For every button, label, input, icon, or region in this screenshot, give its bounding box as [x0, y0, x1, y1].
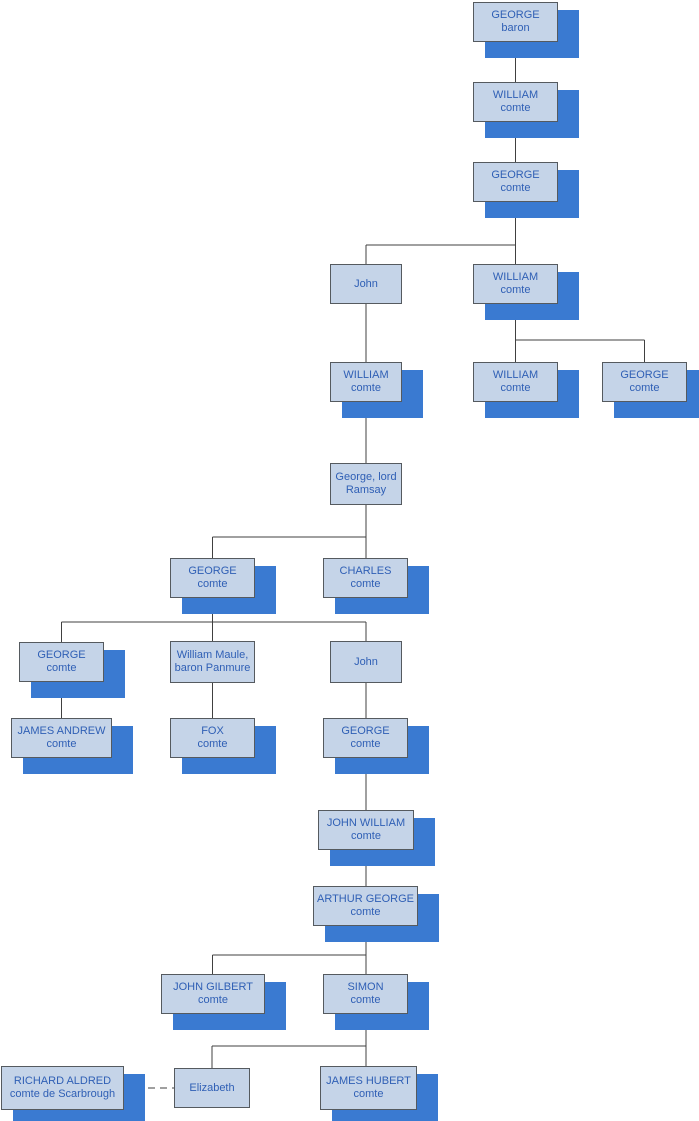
tree-node-name: JOHN WILLIAM [326, 817, 406, 829]
tree-node-name: WILLIAM [492, 369, 539, 381]
tree-node-title: comte [500, 284, 531, 296]
tree-node-title: baron [501, 22, 530, 34]
tree-node-title: comte [350, 578, 381, 590]
tree-node[interactable]: John [330, 641, 402, 683]
tree-node-name: GEORGE [188, 565, 237, 577]
tree-node-name: ARTHUR GEORGE [317, 893, 414, 905]
tree-node-title: Ramsay [345, 484, 387, 496]
tree-node-name: SIMON [347, 981, 384, 993]
tree-node[interactable]: Elizabeth [174, 1068, 250, 1108]
tree-node-name: GEORGE [620, 369, 669, 381]
tree-node-name: RICHARD ALDRED [13, 1075, 112, 1087]
tree-node-name: GEORGE [491, 169, 540, 181]
edge-ramsay-to-children-bus [211, 505, 367, 558]
tree-node-title: comte [350, 994, 381, 1006]
tree-node-name: John [354, 277, 378, 290]
tree-node-title: comte [197, 738, 228, 750]
tree-node-title: baron Panmure [174, 662, 251, 674]
tree-node-title: comte [351, 382, 381, 394]
tree-node-name: WILLIAM [343, 369, 389, 381]
tree-node-name: WILLIAM [492, 89, 539, 101]
tree-node-title: comte [46, 662, 77, 674]
tree-node-name: William Maule, [176, 649, 249, 661]
tree-node-title: comte [46, 738, 77, 750]
tree-node-title: comte [500, 382, 531, 394]
tree-node-title: comte [500, 102, 531, 114]
tree-node-title: comte [353, 1088, 384, 1100]
tree-node-title: comte [351, 830, 381, 842]
tree-node-title: comte [350, 738, 381, 750]
tree-node[interactable]: William Maule,baron Panmure [170, 641, 255, 683]
tree-node-title: comte [197, 578, 228, 590]
tree-node-name: George, lord [335, 471, 397, 483]
tree-node-title: comte [350, 906, 381, 918]
tree-node-name: JAMES ANDREW [17, 725, 106, 737]
tree-node-name: FOX [201, 725, 224, 737]
tree-node-title: comte [629, 382, 660, 394]
tree-node-title: comte de Scarbrough [9, 1088, 116, 1100]
tree-node-name: GEORGE [341, 725, 390, 737]
tree-node-title: comte [500, 182, 531, 194]
tree-node-name: JAMES HUBERT [326, 1075, 411, 1087]
tree-node-name: GEORGE [491, 9, 540, 21]
tree-node-name: WILLIAM [492, 271, 539, 283]
tree-node-name: Elizabeth [189, 1081, 235, 1094]
tree-node-name: GEORGE [37, 649, 86, 661]
tree-node-title: comte [198, 994, 228, 1006]
tree-node-name: JOHN GILBERT [173, 981, 253, 993]
tree-node-name: CHARLES [339, 565, 392, 577]
tree-node-name: John [354, 655, 378, 668]
tree-node[interactable]: John [330, 264, 402, 304]
